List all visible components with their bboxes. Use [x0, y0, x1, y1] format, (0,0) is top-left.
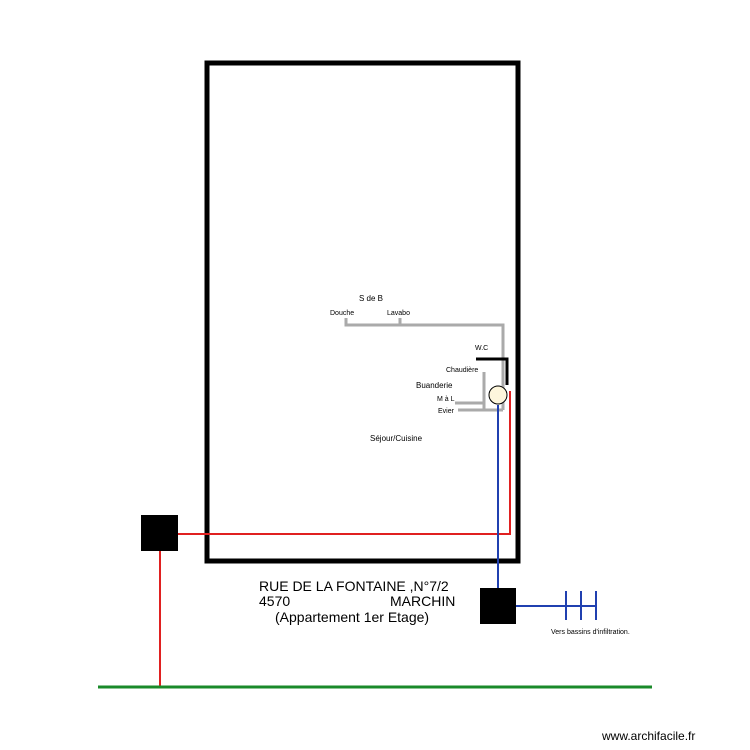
boiler-icon [488, 385, 508, 405]
address-street: RUE DE LA FONTAINE ,N°7/2 [259, 578, 449, 594]
address-postcode: 4570 [259, 593, 290, 609]
label-chaudiere: Chaudière [446, 367, 478, 374]
rainwater-chamber [141, 515, 178, 551]
red-pipe [178, 391, 511, 535]
infiltration-label: Vers bassins d'infiltration. [551, 629, 630, 636]
label-evier: Evier [438, 408, 455, 415]
wc-pipe [476, 357, 509, 385]
label-lavabo: Lavabo [387, 310, 410, 317]
label-sejour: Séjour/Cuisine [370, 434, 423, 443]
grey-drain-pipes [344, 318, 505, 412]
label-douche: Douche [330, 310, 354, 317]
watermark: www.archifacile.fr [601, 729, 695, 743]
label-sdb: S de B [359, 294, 383, 303]
label-mal: M à L [437, 396, 455, 403]
building-outline [204, 60, 521, 564]
sewage-chamber [480, 588, 516, 624]
bathroom-drain [344, 318, 505, 410]
address-apartment: (Appartement 1er Etage) [275, 609, 429, 625]
infiltration-ticks [565, 591, 597, 620]
label-buanderie: Buanderie [416, 381, 453, 390]
label-wc: W.C [475, 345, 488, 352]
address-city: MARCHIN [390, 593, 455, 609]
